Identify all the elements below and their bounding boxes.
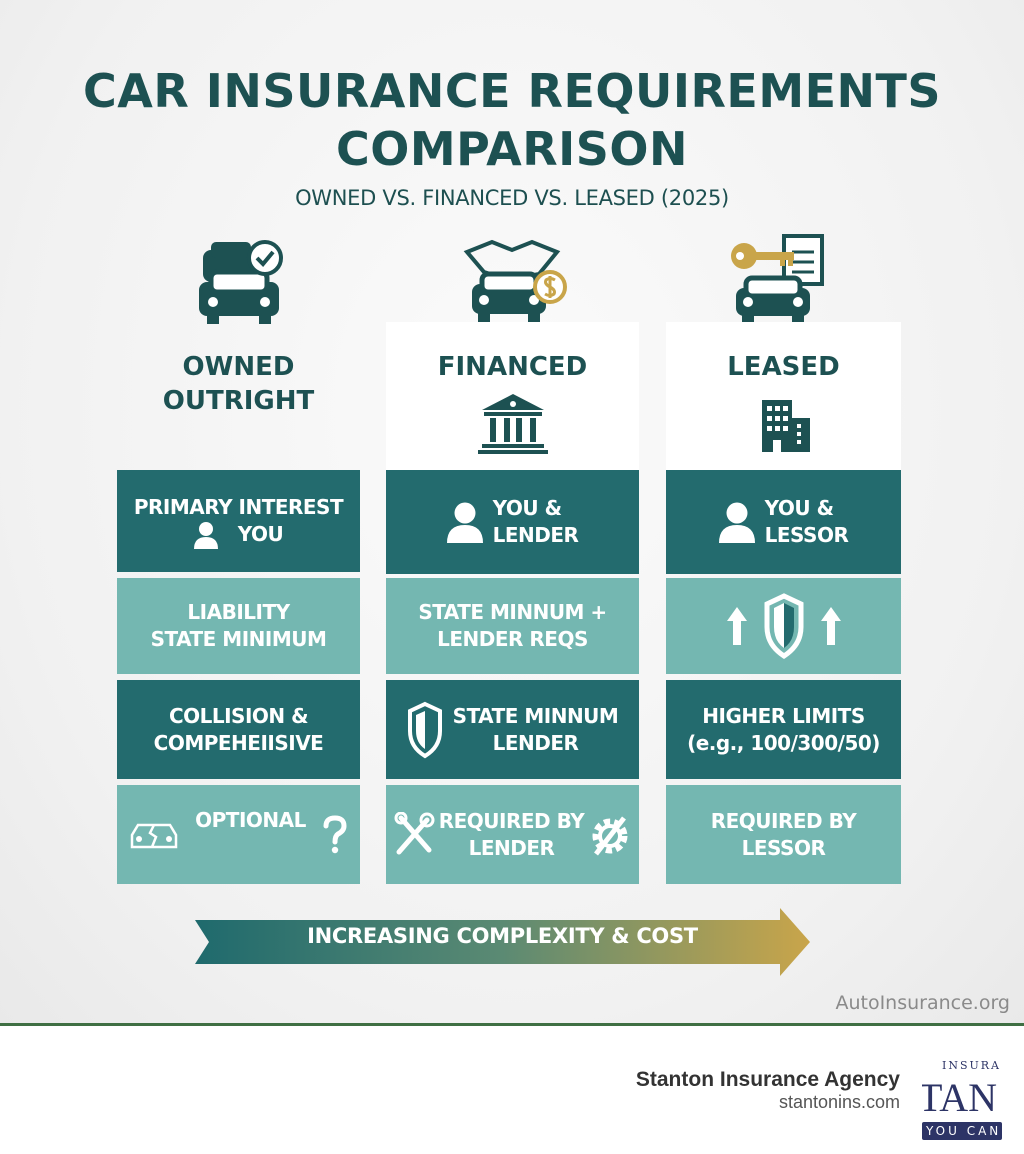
cell-text: LESSOR [741,835,826,860]
cell-text: YOU & [492,496,562,520]
title-line-2: COMPARISON [336,122,688,176]
cell-text: LENDER [492,730,579,755]
up-arrow-icon [820,607,841,645]
heading-line: OWNED [182,352,295,382]
cell-text: YOU & [764,496,834,520]
shield-icon [764,593,803,659]
column-heading-owned: OWNED OUTRIGHT [117,350,360,418]
cars-check-icon [199,240,283,324]
shield-icon [407,701,442,758]
building-icon [762,400,810,452]
logo-top-text: INSURA [942,1059,1002,1072]
title-line-1: CAR INSURANCE REQUIREMENTS [82,64,942,118]
cell-text: LESSOR [764,523,849,547]
cell-text: HIGHER LIMITS [702,703,865,728]
key-document-car-icon [731,234,824,324]
cell-text: STATE MINNUM [452,703,619,728]
agency-url[interactable]: stantonins.com [778,1092,900,1112]
person-icon [718,502,755,543]
cell-text: COMPEHEIISIVE [153,730,324,755]
logo-main-text: TAN [922,1075,998,1120]
cell-owned-optional: OPTIONAL [117,785,360,884]
agency-info: Stanton Insurance Agency stantonins.com [636,1068,900,1113]
cell-owned-primary-interest: PRIMARY INTEREST YOU [117,470,360,572]
cell-owned-liability: LIABILITY STATE MINIMUM [117,578,360,674]
bank-icon [478,394,548,454]
cell-text: LIABILITY [187,600,290,624]
cell-text: LENDER [492,523,579,547]
gear-icon [592,815,628,856]
complexity-arrow [195,908,810,976]
up-arrow-icon [726,607,747,645]
cell-text: OPTIONAL [195,808,306,832]
cell-leased-required: REQUIRED BY LESSOR [666,785,901,884]
damaged-car-icon [130,823,178,848]
page-title: CAR INSURANCE REQUIREMENTS COMPARISON [0,62,1024,178]
logo-bottom-text: YOU CAN [922,1122,1002,1140]
cell-text: (e.g., 100/300/50) [687,730,880,755]
person-icon [193,521,218,549]
cell-text: YOU [237,522,284,546]
person-icon [446,502,483,543]
cell-text: STATE MINIMUM [150,627,327,651]
cell-text: PRIMARY INTEREST [133,494,344,519]
handshake-car-dollar-icon [463,239,567,322]
cell-text: LENDER [468,835,555,860]
cell-text: LENDER REQS [437,627,588,651]
cell-leased-primary-interest: YOU & LESSOR [666,470,901,574]
heading-line: OUTRIGHT [162,386,315,416]
cell-financed-liability: STATE MINNUM + LENDER REQS [386,578,639,674]
agency-logo: INSURA TAN YOU CAN [922,1058,1002,1144]
cell-owned-collision: COLLISION & COMPEHEIISIVE [117,680,360,779]
question-icon [323,814,347,853]
footer-divider [0,1023,1024,1026]
cell-text: STATE MINNUM + [418,600,607,624]
cell-text: COLLISION & [168,703,309,728]
tools-icon [394,811,435,854]
cell-leased-liability [666,578,901,674]
column-heading-financed: FINANCED [437,352,588,382]
cell-financed-primary-interest: YOU & LENDER [386,470,639,574]
cell-leased-collision: HIGHER LIMITS (e.g., 100/300/50) [666,680,901,779]
source-label: AutoInsurance.org [835,992,1010,1014]
subtitle: OWNED VS. FINANCED VS. LEASED (2025) [295,186,729,210]
column-heading-leased: LEASED [727,352,840,382]
agency-name: Stanton Insurance Agency [635,1068,900,1091]
arrow-label: INCREASING COMPLEXITY & COST [307,924,698,948]
cell-text: REQUIRED BY [438,808,585,833]
cell-text: REQUIRED BY [710,808,857,833]
